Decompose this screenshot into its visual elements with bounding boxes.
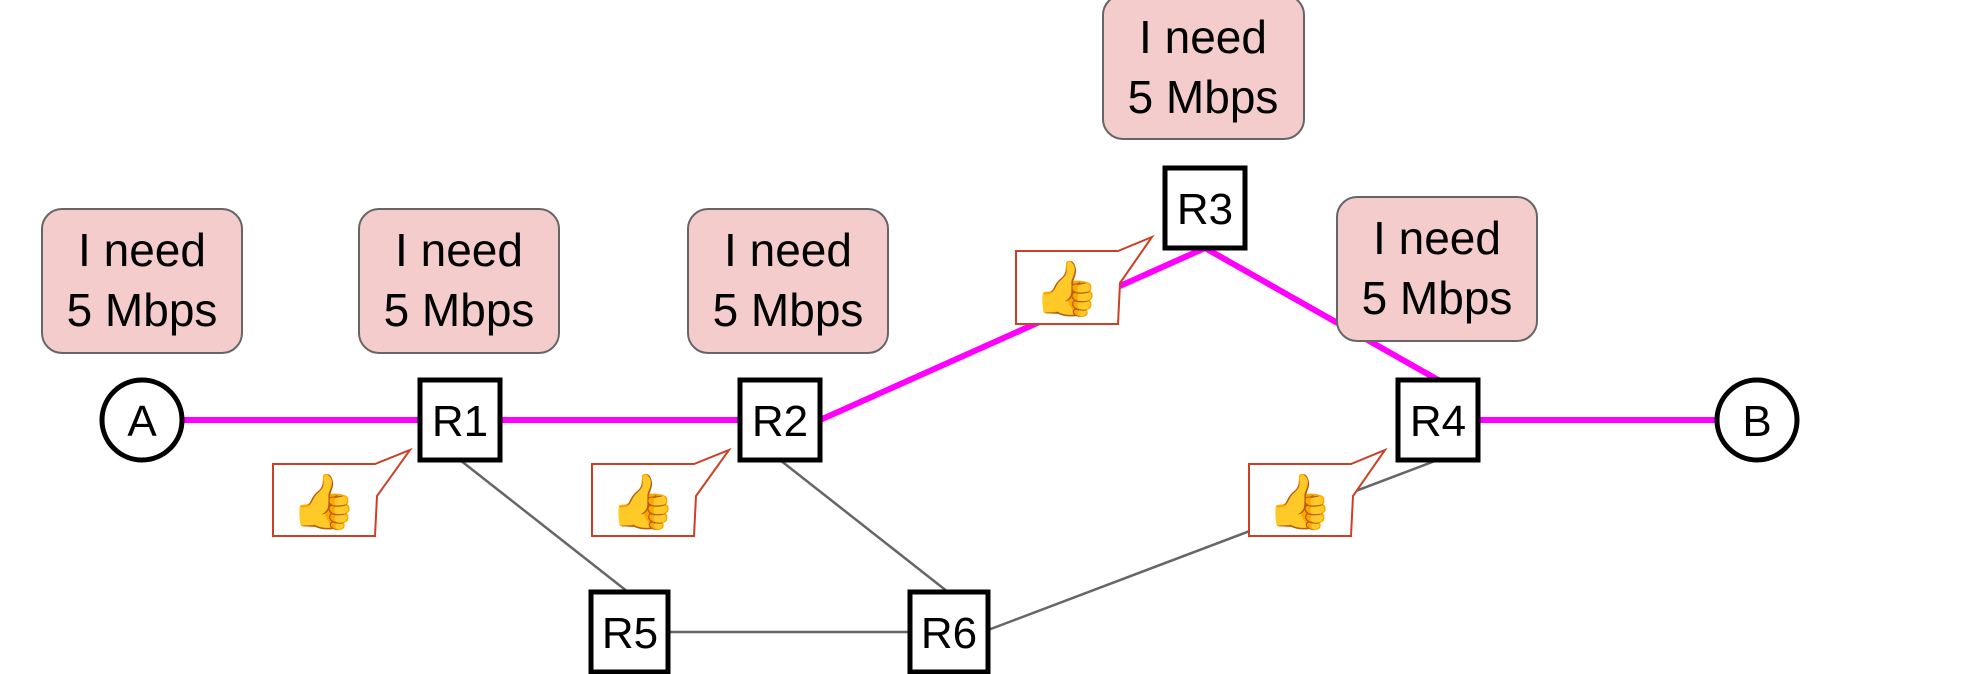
router-r4: R4 <box>1395 377 1481 463</box>
ack-callout-r3: 👍 <box>1015 234 1155 325</box>
ack-callout-r1: 👍 <box>272 447 413 537</box>
ack-callout-r4: 👍 <box>1248 447 1388 537</box>
router-r3-label: R3 <box>1177 185 1233 234</box>
request-bubble-line1: I need <box>724 224 852 276</box>
router-r4-label: R4 <box>1410 397 1466 446</box>
router-r6-label: R6 <box>921 609 977 658</box>
router-r2-label: R2 <box>752 397 808 446</box>
router-r5: R5 <box>588 589 671 674</box>
router-r1-label: R1 <box>432 397 488 446</box>
router-r3: R3 <box>1162 165 1248 251</box>
request-bubble-line1: I need <box>395 224 523 276</box>
thumbs-up-icon: 👍 <box>290 470 357 533</box>
host-a: A <box>99 377 185 463</box>
path-r2-r3 <box>818 245 1207 423</box>
request-bubble-line1: I need <box>78 224 206 276</box>
link-r2-r6 <box>779 459 949 593</box>
request-bubble-r1: I need 5 Mbps <box>358 208 560 354</box>
request-bubble-line1: I need <box>1139 11 1267 63</box>
ack-callout-r2: 👍 <box>591 447 732 537</box>
request-bubble-line2: 5 Mbps <box>384 284 535 336</box>
thumbs-up-icon: 👍 <box>609 470 676 533</box>
request-bubble-line2: 5 Mbps <box>713 284 864 336</box>
host-a-label: A <box>127 397 157 446</box>
router-r1: R1 <box>417 377 503 463</box>
request-bubble-line1: I need <box>1373 212 1501 264</box>
request-bubble-r2: I need 5 Mbps <box>687 208 889 354</box>
thumbs-up-icon: 👍 <box>1033 257 1100 320</box>
router-r2: R2 <box>737 377 823 463</box>
request-bubble-line2: 5 Mbps <box>1362 272 1513 324</box>
unreserved-links <box>459 459 1436 634</box>
request-bubble-r3: I need 5 Mbps <box>1102 0 1305 140</box>
router-r5-label: R5 <box>602 609 658 658</box>
request-bubble-line2: 5 Mbps <box>1128 71 1279 123</box>
host-b: B <box>1714 377 1800 463</box>
link-r6-r4 <box>987 459 1436 632</box>
path-r3-r4 <box>1203 245 1442 384</box>
host-b-label: B <box>1742 397 1771 446</box>
reserved-path <box>182 245 1717 423</box>
request-bubble-r4: I need 5 Mbps <box>1336 196 1538 342</box>
link-r1-r5 <box>459 459 629 593</box>
router-r6: R6 <box>907 589 991 674</box>
request-bubble-line2: 5 Mbps <box>67 284 218 336</box>
request-bubble-a: I need 5 Mbps <box>41 208 243 354</box>
thumbs-up-icon: 👍 <box>1266 470 1333 533</box>
